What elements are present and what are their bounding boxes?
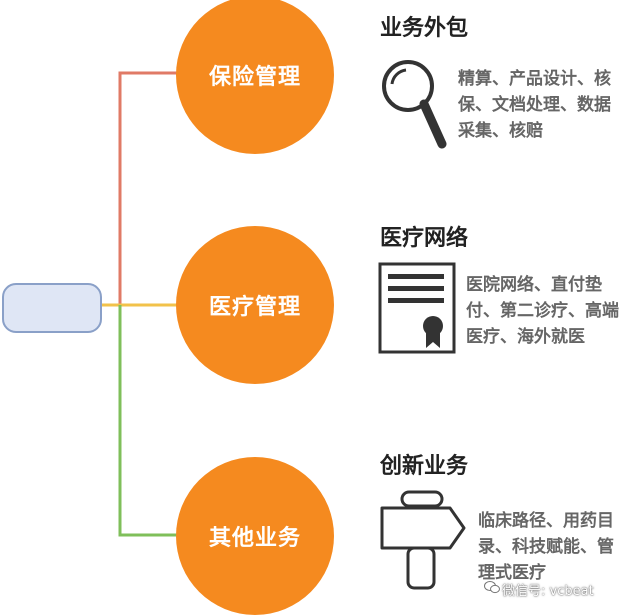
connector-line-other [118,305,180,537]
section-desc-innovation: 临床路径、用药目 录、科技赋能、管 理式医疗 [478,508,614,586]
desc-line: 精算、产品设计、核 [458,69,611,89]
watermark: 微信号: vcbeat [502,584,594,599]
desc-line: 付、第二诊疗、高端 [466,301,619,321]
circle-label: 医疗管理 [208,295,301,320]
signpost-icon [380,490,466,590]
circle-other-business: 其他业务 [176,457,334,615]
circle-label: 其他业务 [208,526,301,551]
desc-line: 临床路径、用药目 [478,511,614,531]
desc-line: 医院网络、直付垫 [466,275,602,295]
desc-line: 保、文档处理、数据 [458,95,611,115]
desc-line: 理式医疗 [478,563,546,583]
desc-line: 采集、核赔 [458,121,543,141]
circle-label: 保险管理 [208,65,301,90]
wechat-icon [484,581,500,594]
section-desc-outsourcing: 精算、产品设计、核 保、文档处理、数据 采集、核赔 [458,66,611,144]
section-title-medical-network: 医疗网络 [380,226,469,251]
circle-medical-management: 医疗管理 [176,226,334,384]
magnifier-icon [382,60,447,149]
hub-node [2,283,102,333]
circle-insurance-management: 保险管理 [176,0,334,154]
desc-line: 医疗、海外就医 [466,327,585,347]
certificate-icon [378,262,456,354]
section-title-outsourcing: 业务外包 [380,16,469,41]
connector-line-insurance [102,71,180,307]
section-title-innovation: 创新业务 [380,454,469,479]
desc-line: 录、科技赋能、管 [478,537,614,557]
section-desc-medical-network: 医院网络、直付垫 付、第二诊疗、高端 医疗、海外就医 [466,272,619,350]
